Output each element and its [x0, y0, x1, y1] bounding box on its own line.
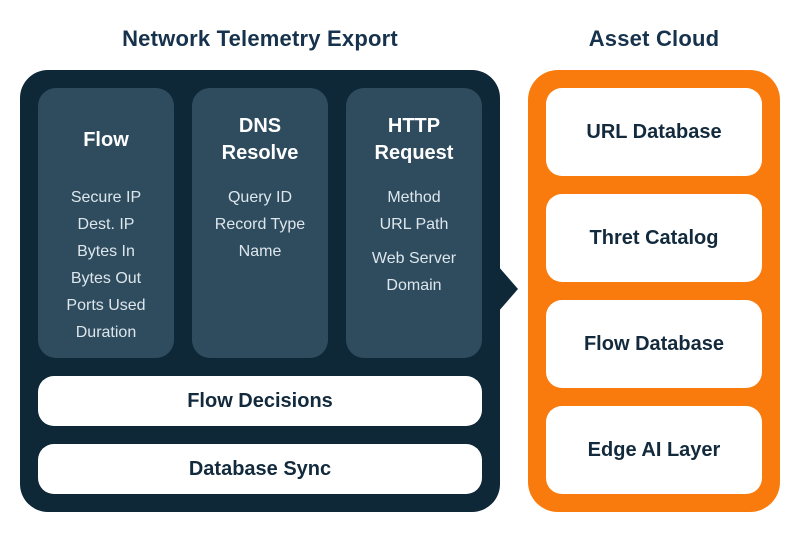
asset-cloud-container: URL Database Thret Catalog Flow Database…	[528, 70, 780, 512]
list-item: Ports Used	[66, 297, 146, 314]
flow-column-title: Flow	[83, 128, 129, 151]
dns-resolve-column-items: Query ID Record Type Name	[200, 184, 320, 265]
list-item: Secure IP	[70, 189, 142, 206]
telemetry-columns: Flow Secure IP Dest. IP Bytes In Bytes O…	[38, 88, 482, 358]
flow-database-box: Flow Database	[546, 300, 762, 388]
list-item: Web Server Domain	[371, 250, 457, 294]
http-request-column-header: HTTP Request	[354, 108, 474, 172]
database-sync-bar: Database Sync	[38, 444, 482, 494]
dns-resolve-column-title: DNS Resolve	[221, 115, 299, 164]
http-request-column: HTTP Request Method URL Path Web Server …	[346, 88, 482, 358]
list-item: URL Path	[379, 216, 449, 233]
list-item: Method	[387, 189, 441, 206]
list-item: Query ID	[227, 189, 292, 206]
http-request-column-items: Method URL Path Web Server Domain	[354, 184, 474, 299]
http-request-column-title: HTTP Request	[374, 115, 454, 164]
url-database-box: URL Database	[546, 88, 762, 176]
dns-resolve-column-header: DNS Resolve	[200, 108, 320, 172]
edge-ai-layer-box: Edge AI Layer	[546, 406, 762, 494]
flow-column: Flow Secure IP Dest. IP Bytes In Bytes O…	[38, 88, 174, 358]
flow-column-items: Secure IP Dest. IP Bytes In Bytes Out Po…	[46, 184, 166, 346]
list-item: Duration	[75, 324, 137, 341]
network-telemetry-container: Flow Secure IP Dest. IP Bytes In Bytes O…	[20, 70, 500, 512]
dns-resolve-column: DNS Resolve Query ID Record Type Name	[192, 88, 328, 358]
list-item: Bytes In	[77, 243, 135, 260]
right-arrow-connector	[498, 266, 518, 312]
flow-decisions-bar: Flow Decisions	[38, 376, 482, 426]
list-item: Bytes Out	[70, 270, 142, 287]
list-item: Record Type	[214, 216, 306, 233]
right-section-title: Asset Cloud	[588, 26, 720, 51]
list-item: Dest. IP	[77, 216, 135, 233]
left-section-title: Network Telemetry Export	[122, 26, 398, 51]
flow-column-header: Flow	[46, 108, 166, 172]
list-item: Name	[238, 243, 282, 260]
thret-catalog-box: Thret Catalog	[546, 194, 762, 282]
